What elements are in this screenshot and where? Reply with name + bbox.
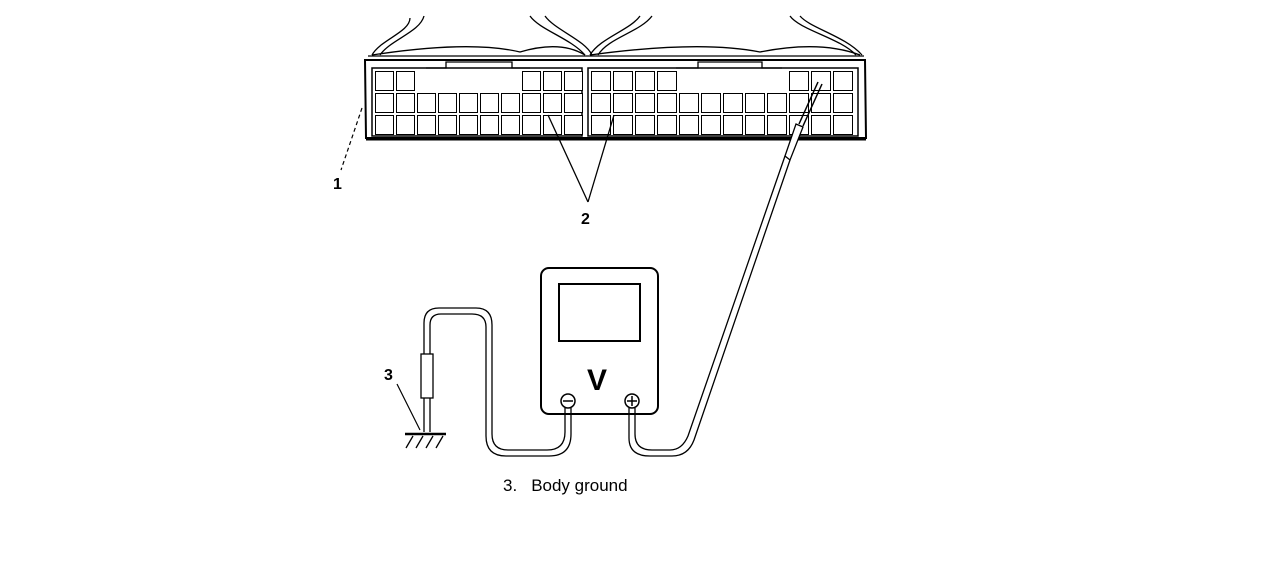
terminal-cavity: [396, 93, 415, 113]
body-ground-icon: [405, 432, 446, 449]
terminal-cavity: [480, 115, 499, 135]
terminal-cavity: [833, 115, 853, 135]
terminal-cavity: [591, 93, 611, 113]
terminal-cavity: [723, 115, 743, 135]
terminal-cavity: [613, 93, 633, 113]
callout-label-terminals: 2: [581, 211, 590, 228]
connector-housing: [363, 55, 868, 141]
terminal-cavity: [543, 93, 562, 113]
voltmeter: V: [540, 267, 659, 415]
callout-connector: 1: [333, 107, 363, 193]
callout-ground: 3: [384, 367, 421, 431]
terminal-cavity: [543, 71, 562, 91]
callout-label-ground: 3: [384, 367, 393, 384]
terminal-cavity: [833, 71, 853, 91]
terminal-cavity: [745, 93, 765, 113]
terminal-cavity: [767, 115, 787, 135]
terminal-cavity: [657, 93, 677, 113]
terminal-cavity: [438, 93, 457, 113]
terminal-cavity: [417, 115, 436, 135]
terminal-cavity: [564, 115, 583, 135]
voltmeter-symbol: V: [587, 364, 607, 397]
terminal-cavity: [396, 115, 415, 135]
wire-harness: [371, 15, 863, 56]
terminal-cavity: [480, 93, 499, 113]
terminal-cavity: [438, 115, 457, 135]
terminal-cavity: [701, 93, 721, 113]
voltmeter-display: [558, 283, 641, 342]
caption-number: 3.: [503, 476, 518, 495]
terminal-cavity: [564, 93, 583, 113]
terminal-cavity: [613, 115, 633, 135]
terminal-cavities: [375, 71, 853, 135]
terminal-cavity: [833, 93, 853, 113]
terminal-cavity: [767, 93, 787, 113]
terminal-cavity: [375, 93, 394, 113]
terminal-cavity: [591, 71, 611, 91]
terminal-cavity: [635, 115, 655, 135]
terminal-cavity: [657, 115, 677, 135]
terminal-cavity: [396, 71, 415, 91]
terminal-cavity: [501, 93, 520, 113]
terminal-cavity: [564, 71, 583, 91]
terminal-cavity: [657, 71, 677, 91]
terminal-cavity: [459, 115, 478, 135]
terminal-cavity: [701, 115, 721, 135]
positive-test-lead: [628, 81, 823, 457]
terminal-cavity: [789, 71, 809, 91]
caption-text: Body ground: [531, 476, 628, 495]
terminal-cavity: [375, 115, 394, 135]
terminal-cavity: [375, 71, 394, 91]
terminal-cavity: [635, 71, 655, 91]
terminal-cavity: [811, 93, 831, 113]
terminal-cavity: [522, 71, 541, 91]
terminal-cavity: [522, 93, 541, 113]
callout-terminals: 2: [547, 114, 615, 228]
terminal-cavity: [745, 115, 765, 135]
callout-label-connector: 1: [333, 176, 342, 193]
terminal-cavity: [417, 93, 436, 113]
negative-test-lead: [420, 307, 572, 457]
terminal-cavity: [811, 115, 831, 135]
terminal-cavity: [501, 115, 520, 135]
figure-caption: 3. Body ground: [503, 476, 628, 496]
terminal-cavity: [679, 115, 699, 135]
terminal-cavity: [459, 93, 478, 113]
terminal-cavity: [613, 71, 633, 91]
terminal-cavity: [723, 93, 743, 113]
terminal-cavity: [591, 115, 611, 135]
terminal-cavity: [635, 93, 655, 113]
terminal-cavity: [679, 93, 699, 113]
terminal-cavity: [522, 115, 541, 135]
